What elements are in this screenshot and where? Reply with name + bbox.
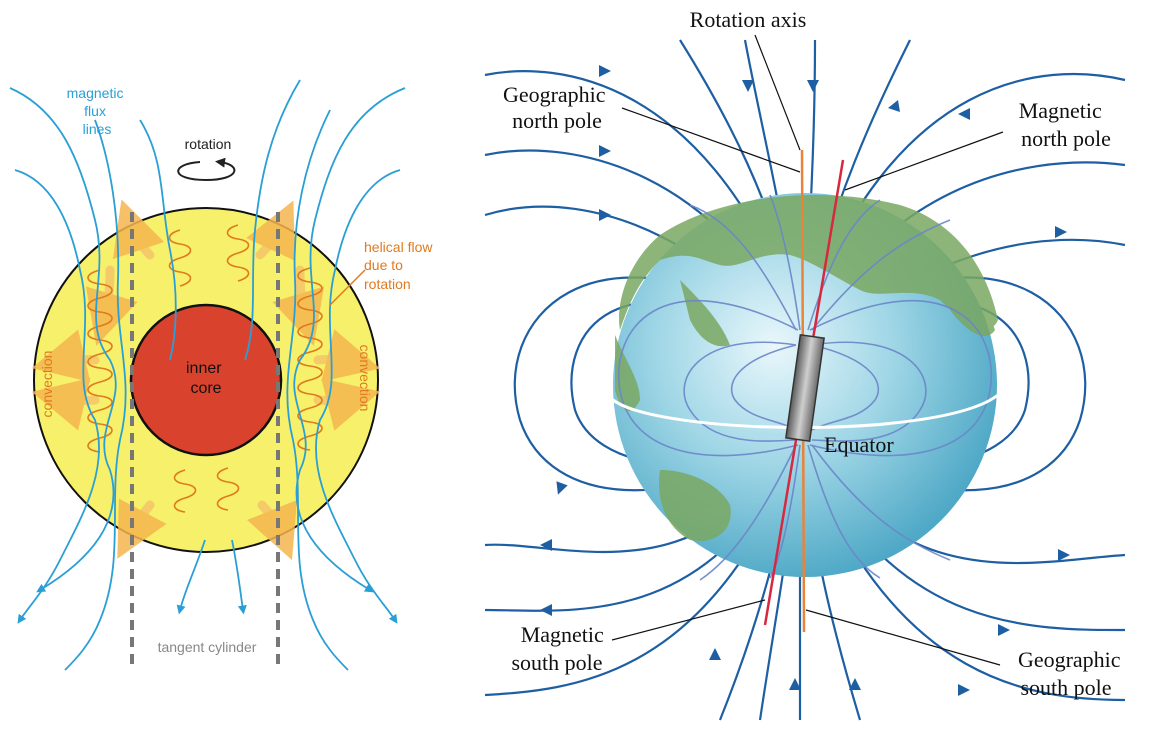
flux-lines	[9, 79, 406, 671]
inner-field-lines	[618, 194, 992, 581]
inner-core-label: inner core	[186, 360, 226, 397]
magnetic-flux-label: magnetic flux lines	[67, 85, 128, 137]
magnetic-south-label: Magnetic south pole	[511, 622, 609, 675]
tangent-cylinder-label: tangent cylinder	[158, 639, 257, 655]
magnetic-north-label: Magnetic north pole	[1019, 98, 1111, 151]
left-panel-geodynamo: magnetic flux lines rotation helical flo…	[9, 79, 436, 671]
inner-core	[129, 303, 283, 457]
label-pointers	[611, 34, 1004, 666]
convection-left-label: convection	[39, 351, 55, 418]
helical-flow-label: helical flow due to rotation	[364, 239, 436, 292]
rotation-arrow	[177, 157, 236, 182]
helical-flow-pointer	[329, 269, 366, 306]
geographic-north-label: Geographic north pole	[503, 82, 611, 133]
rotation-axis-label: Rotation axis	[690, 7, 807, 32]
convection-right-label: convection	[357, 345, 373, 412]
bar-magnet	[785, 333, 825, 443]
geographic-south-label: Geographic south pole	[1018, 647, 1126, 700]
right-panel-magnetic-field: Rotation axis Geographic north pole Magn…	[484, 7, 1126, 721]
field-direction-arrows	[540, 65, 1070, 696]
rotation-label: rotation	[185, 136, 232, 152]
equator-label: Equator	[824, 432, 894, 457]
